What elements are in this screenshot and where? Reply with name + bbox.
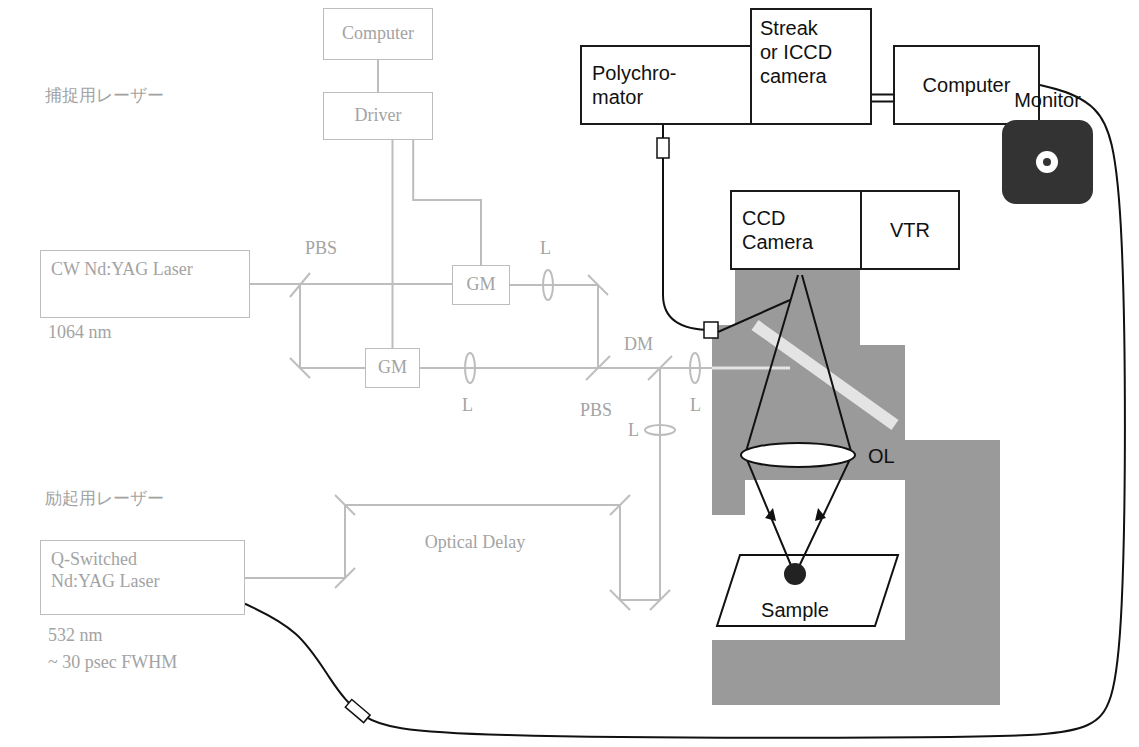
beam-splitter [755,325,895,425]
galvo-mirror-box: GM [365,348,420,388]
monitor-screen [1000,118,1095,206]
connector [413,140,481,265]
node-text: CCD Camera [742,206,832,254]
wavelength-label: 532 nm [48,625,103,647]
computer-box: Computer [893,45,1040,125]
lens [465,353,475,383]
laser-beam [420,367,712,369]
component-label: DM [624,334,653,356]
sample-plate [717,555,898,626]
laser-box: CW Nd:YAG Laser [40,250,250,318]
computer-box: Computer [323,8,433,60]
node-text: Computer [923,73,1011,97]
connector [250,284,365,368]
node-text: Monitor [1014,88,1081,112]
vtr-box: VTR [860,190,960,270]
sample-stage: Sample [715,553,905,628]
wavelength-label: 1064 nm [48,322,112,344]
laser-beam [712,367,790,370]
node-text: Sample [761,598,829,622]
light-ray [718,300,790,332]
pulse-width-label: ~ 30 psec FWHM [48,652,177,674]
node-text: VTR [890,218,930,242]
node-text: CW Nd:YAG Laser [51,259,193,281]
node-text: Polychro- mator [592,61,697,109]
sample-particle [784,563,806,585]
monitor-body [1002,120,1093,204]
mirror [335,568,355,588]
ray-arrowhead [765,508,776,521]
driver-box: Driver [323,92,433,140]
ray-arrowhead [815,508,826,521]
cable-connector [345,699,370,722]
connector [377,60,379,92]
node-text: Driver [355,105,402,127]
node-text: Streak or ICCD camera [760,16,838,88]
component-label: PBS [580,400,612,422]
monitor: Monitor [995,88,1100,228]
node-text: Q-Switched Nd:YAG Laser [51,549,186,592]
fiber-connector [657,138,669,158]
node-text: Computer [342,23,414,45]
monitor-lens-center [1043,158,1051,166]
lens [543,270,553,300]
laser-beam [597,285,599,368]
fiber-connector [704,322,718,338]
galvo-mirror-box: GM [452,265,510,305]
mirror [650,590,670,610]
section-label: 励起用レーザー [45,488,164,508]
component-label: L [690,395,701,417]
component-label: OL [868,444,895,468]
camera-box: CCD Camera [730,190,862,270]
delay-beam-path [245,505,660,600]
node-text: GM [378,357,407,379]
lens [690,353,700,383]
polychromator-box: Polychro- mator [580,45,752,125]
component-label: L [462,395,473,417]
component-label: Optical Delay [420,532,530,554]
lens [645,425,675,435]
light-ray [795,275,852,575]
camera-box: Streak or ICCD camera [750,8,872,125]
sample-plate-outline [717,555,898,626]
objective-lens [741,443,855,467]
component-label: L [540,238,551,260]
mirror [610,590,630,610]
component-label: L [628,420,639,442]
connector [872,95,893,102]
monitor-lens [1036,151,1058,173]
optical-fiber [663,125,712,330]
laser-beam [659,368,661,600]
connector [392,140,394,348]
mirror [610,495,630,515]
component-label: PBS [305,238,337,260]
laser-box: Q-Switched Nd:YAG Laser [40,540,245,615]
section-label: 捕捉用レーザー [45,85,164,105]
node-text: GM [466,274,495,296]
mirror [335,495,355,515]
connector [245,85,1125,738]
light-ray [745,275,798,575]
microscope-body [712,270,1000,705]
